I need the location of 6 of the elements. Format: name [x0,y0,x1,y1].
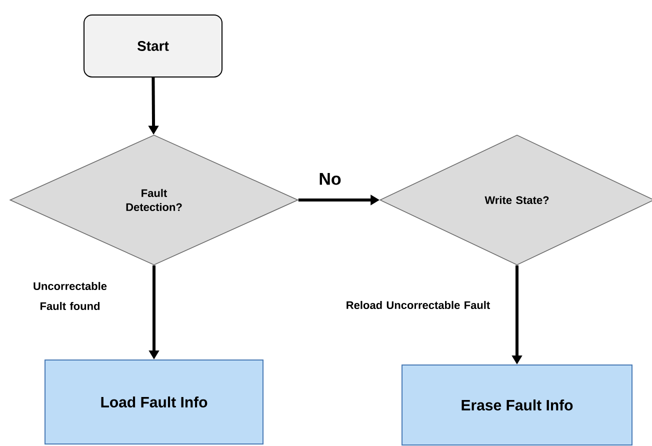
start-terminal: Start [84,14,222,78]
edge-label: No [320,173,341,185]
edge-label: Uncorrectable Fault found [34,282,107,310]
edge-label: Reload Uncorrectable Fault [346,300,490,310]
process-box: Erase Fault Info [402,364,632,446]
process-box: Load Fault Info [44,359,264,444]
